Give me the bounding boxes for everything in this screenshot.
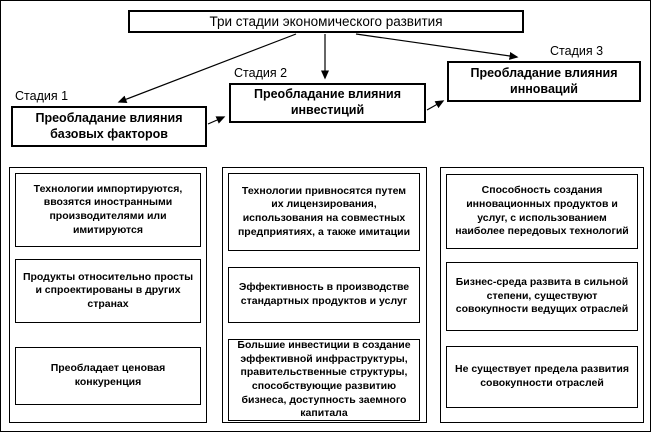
- stage3-item-3: Не существует предела развития совокупно…: [446, 346, 638, 408]
- stage3-item-2: Бизнес-среда развита в сильной степени, …: [446, 262, 638, 331]
- stage2-label: Стадия 2: [234, 66, 288, 80]
- stage2-heading-box: Преобладание влияния инвестиций: [229, 83, 426, 123]
- arrow-title-to-stage3: [355, 33, 519, 60]
- diagram-title: Три стадии экономического развития: [128, 10, 524, 33]
- stage2-item-1: Технологии привносятся путем их лицензир…: [228, 173, 420, 251]
- stage2-item-3: Большие инвестиции в создание эффективно…: [228, 339, 420, 421]
- stage1-item-1: Технологии импортируются, ввозятся иност…: [15, 173, 201, 247]
- stage3-heading-box: Преобладание влияния инноваций: [447, 61, 641, 102]
- stage3-item-1: Способность создания инновационных проду…: [446, 174, 638, 249]
- stage1-label: Стадия 1: [15, 89, 69, 103]
- stage2-item-2: Эффективность в производстве стандартных…: [228, 267, 420, 323]
- stage1-item-3: Преобладает ценовая конкуренция: [15, 347, 201, 405]
- stage1-item-2: Продукты относительно просты и спроектир…: [15, 259, 201, 323]
- stage3-label: Стадия 3: [550, 44, 604, 58]
- stage1-heading-box: Преобладание влияния базовых факторов: [11, 106, 207, 147]
- arrow-stage1-to-stage2: [207, 116, 226, 125]
- arrow-stage2-to-stage3: [426, 100, 445, 111]
